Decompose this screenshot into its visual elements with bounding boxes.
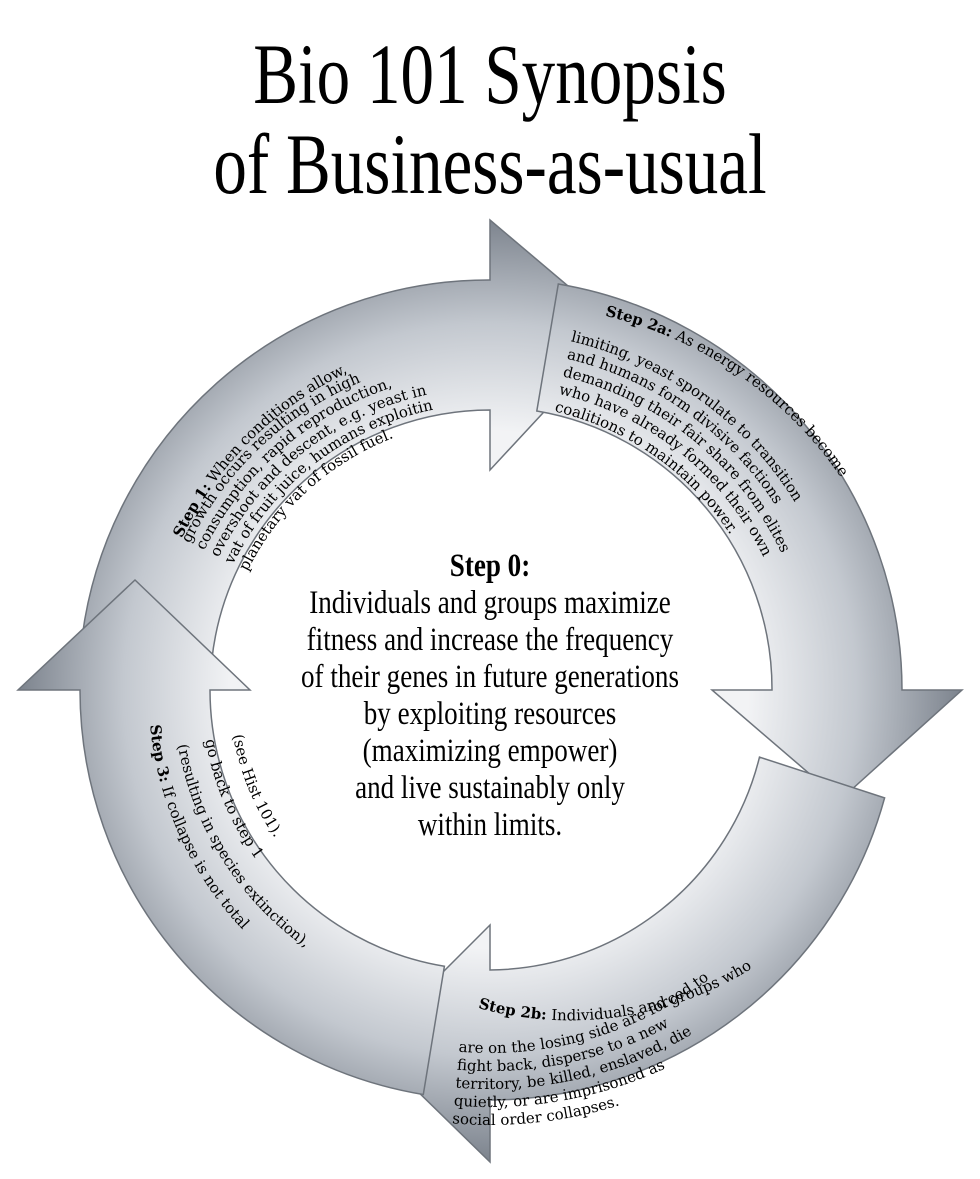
step-0-line-6: and live sustainably only xyxy=(355,770,625,806)
step-0-line-7: within limits. xyxy=(417,807,563,843)
arrow-step-2a xyxy=(535,283,964,801)
step-0-line-3: of their genes in future generations xyxy=(301,659,679,695)
step-0-line-1: Individuals and groups maximize xyxy=(309,585,671,621)
arrow-step-2b xyxy=(368,756,886,1164)
step-0-heading: Step 0: xyxy=(449,548,531,584)
arrow-step-3 xyxy=(16,578,446,1096)
arrow-step-1 xyxy=(80,218,622,661)
step-1-text: Step 1: When conditions allow, growth oc… xyxy=(0,0,435,573)
step-0-line-5: (maximizing empower) xyxy=(362,733,618,769)
title-line-1: Bio 101 Synopsis xyxy=(253,26,727,122)
step-0-line-2: fitness and increase the frequency xyxy=(306,622,674,658)
title-line-2: of Business-as-usual xyxy=(213,116,767,212)
center-text-block: Step 0: Individuals and groups maximize … xyxy=(293,548,687,844)
step-0-line-4: by exploiting resources xyxy=(363,696,617,732)
